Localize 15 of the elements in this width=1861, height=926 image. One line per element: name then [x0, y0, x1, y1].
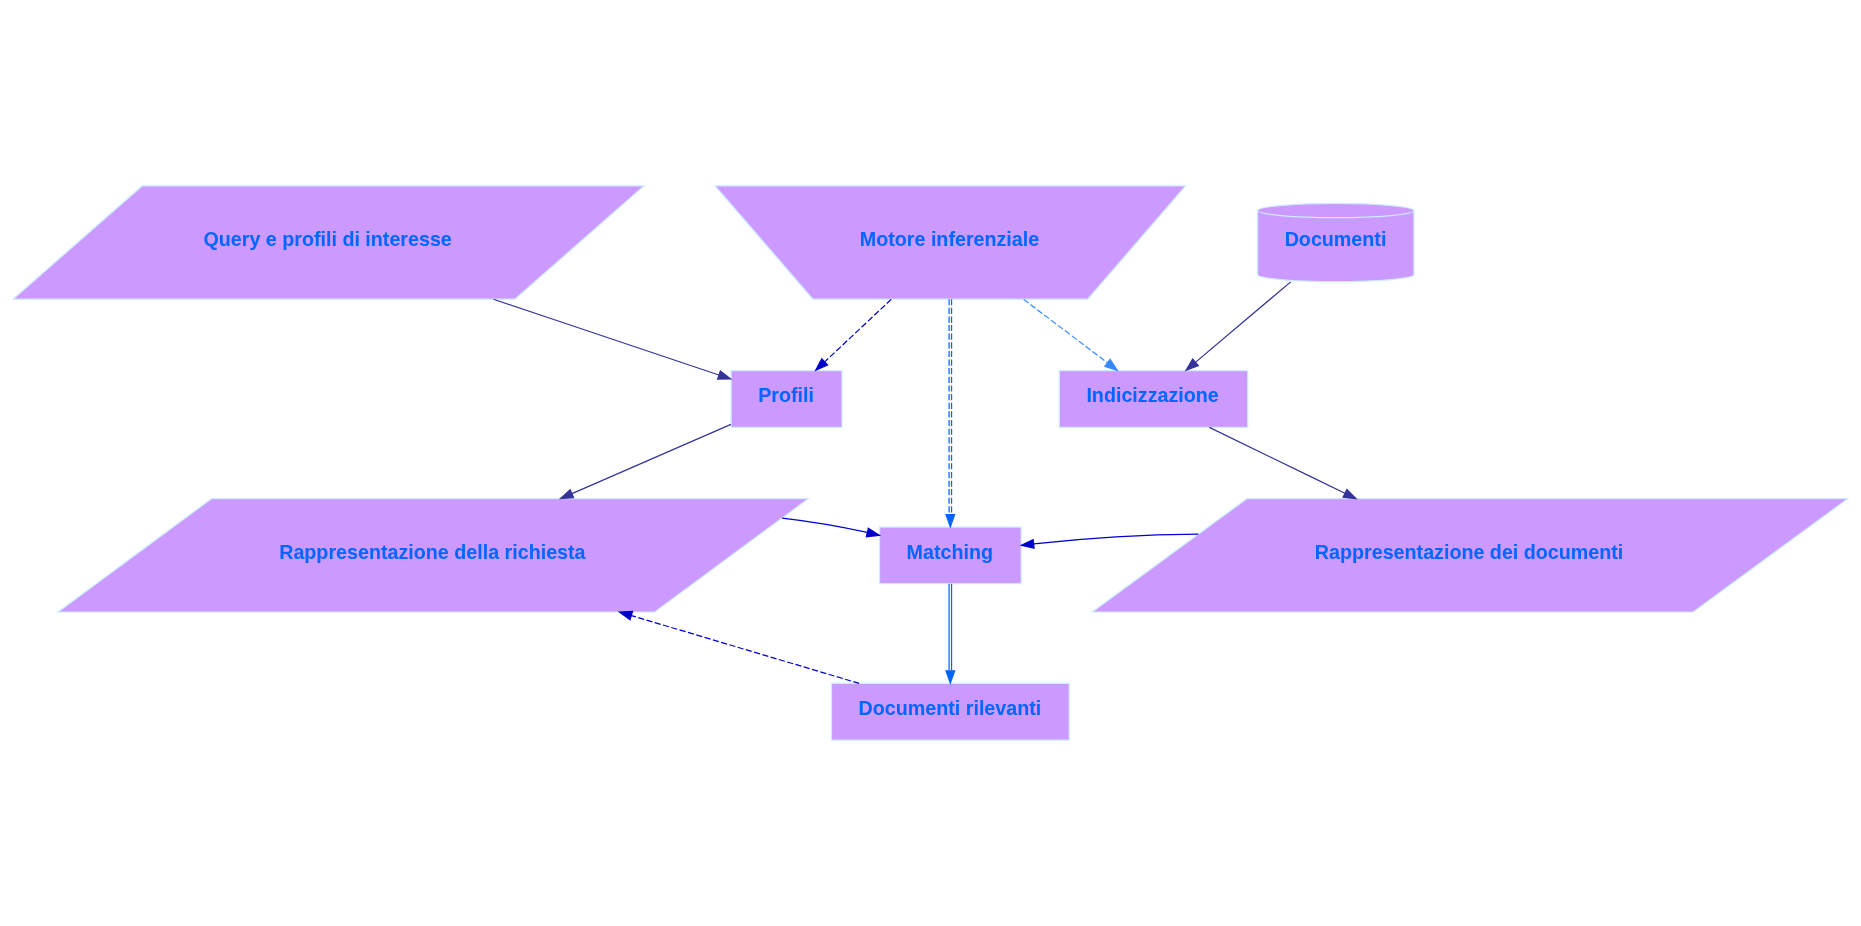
- arrow: [558, 423, 732, 500]
- node-box: Profili: [730, 370, 843, 428]
- arrow: [945, 298, 956, 529]
- node-box: Matching: [878, 526, 1022, 585]
- arrow: [1184, 281, 1292, 372]
- arrow: [617, 610, 860, 684]
- node-box: Documenti rilevanti: [830, 682, 1070, 741]
- arrow: [1208, 426, 1358, 500]
- arrow: [814, 298, 892, 372]
- arrow: [781, 517, 882, 538]
- arrow: [492, 298, 733, 380]
- arrow: [1023, 298, 1119, 372]
- arrow: [1019, 533, 1199, 549]
- node-box: Indicizzazione: [1058, 370, 1249, 428]
- arrow: [945, 583, 956, 685]
